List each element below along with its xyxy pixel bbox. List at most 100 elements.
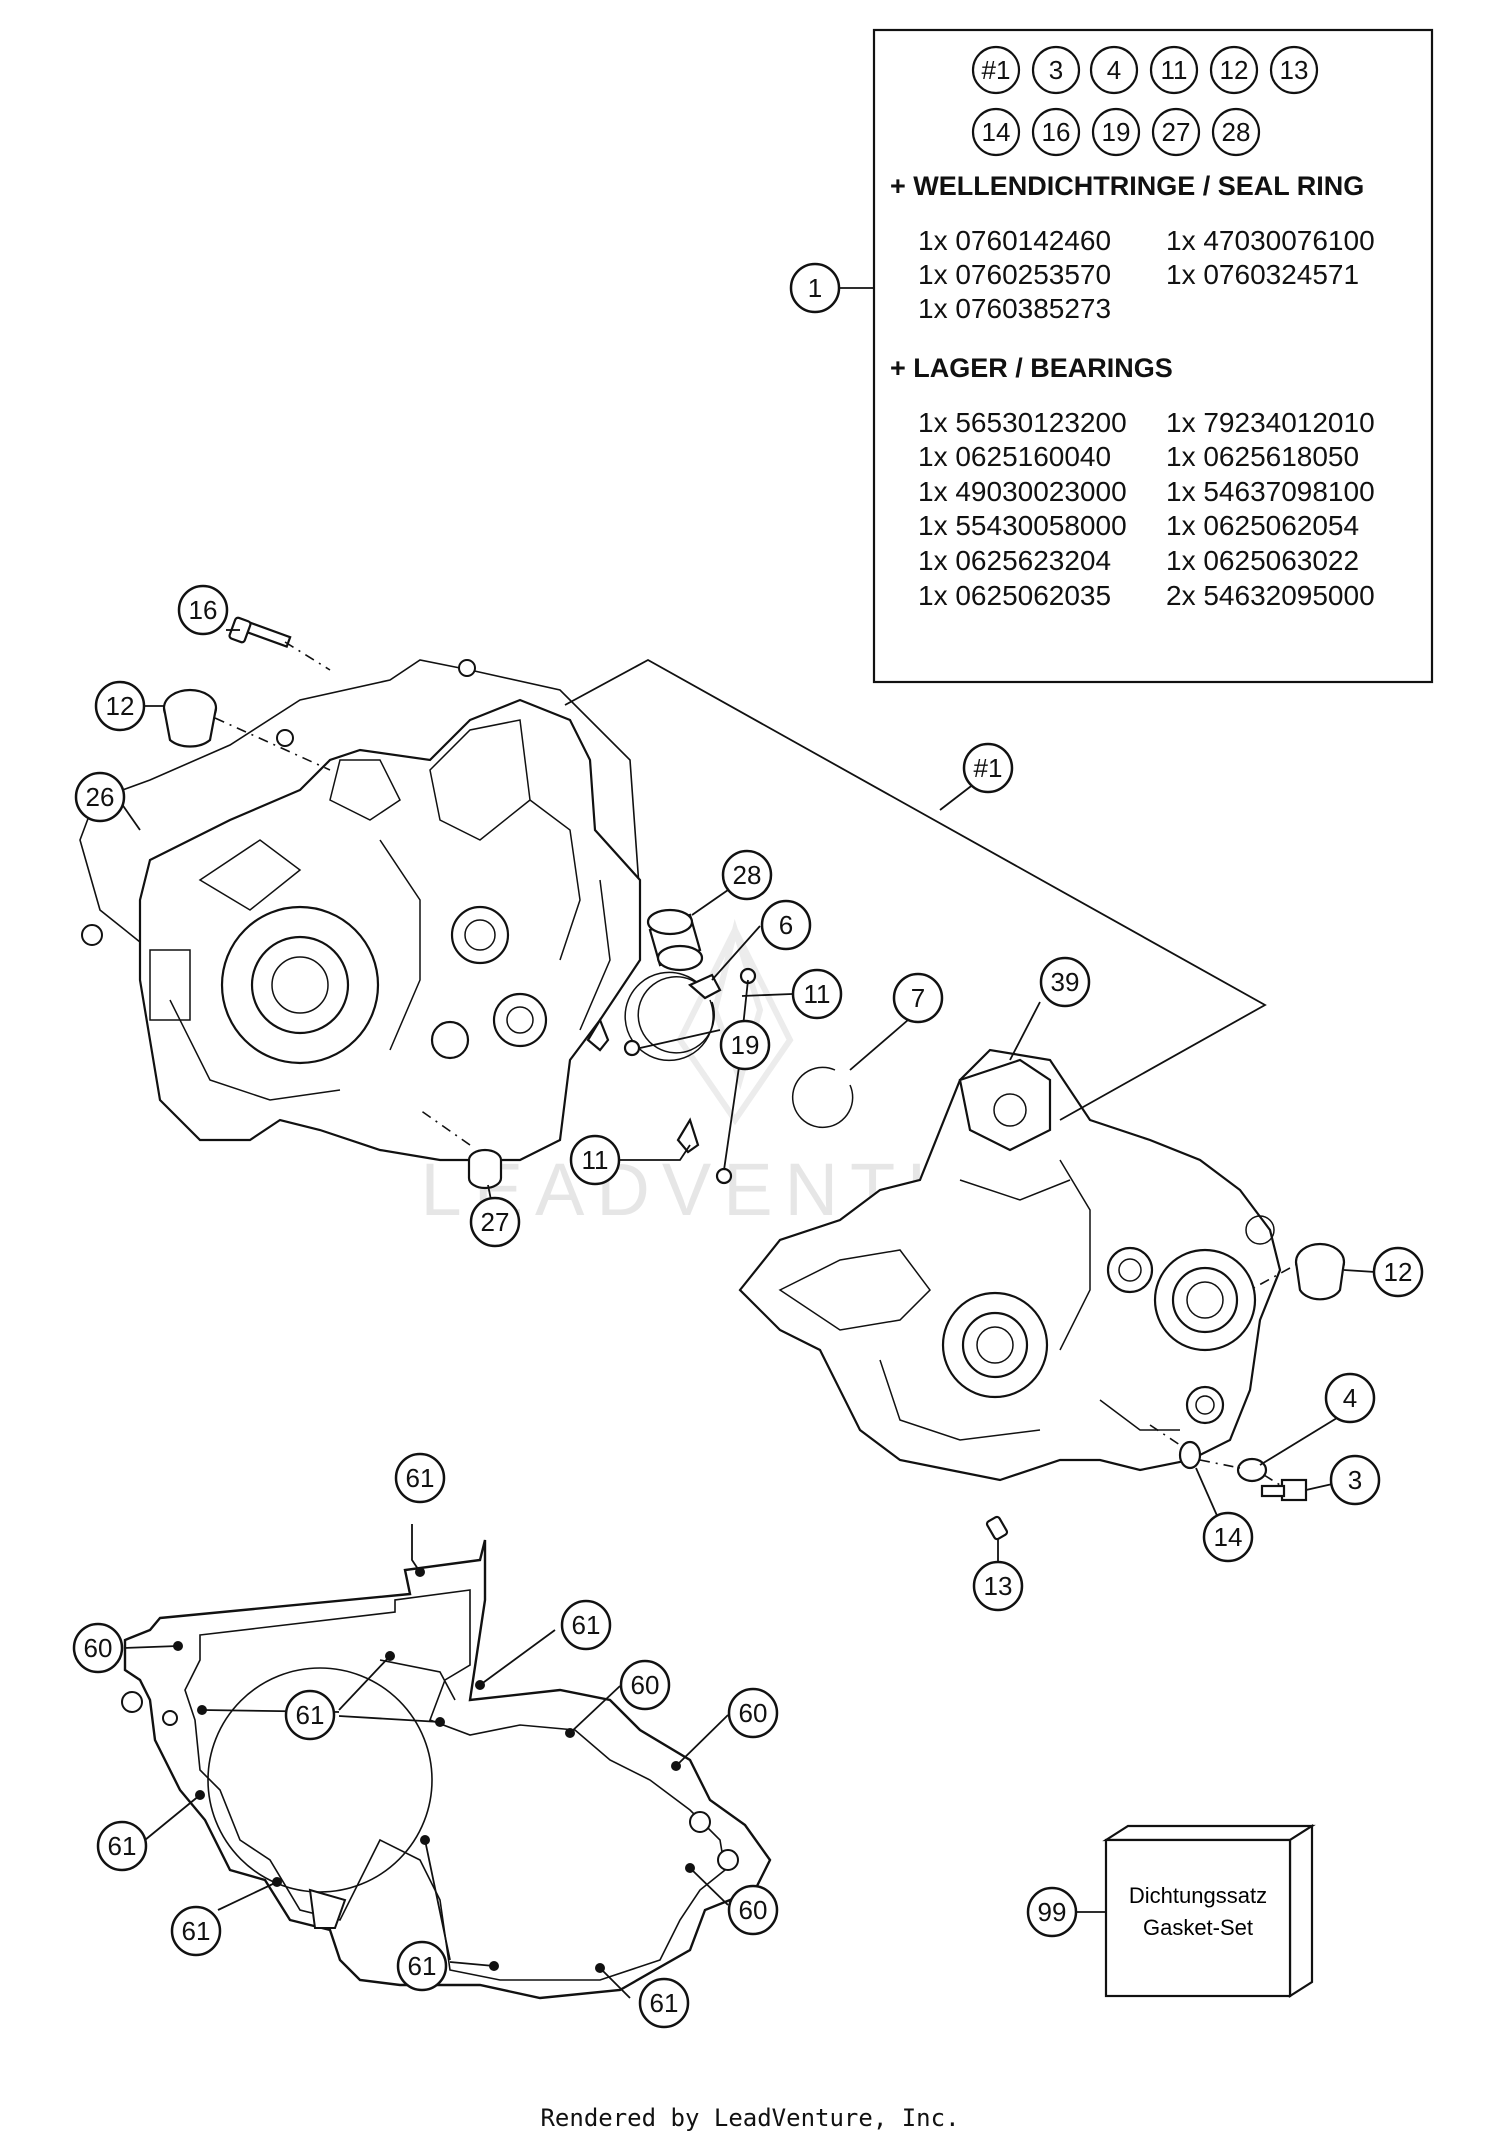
pill-12: 12 — [1220, 55, 1249, 85]
callout-label: #1 — [974, 753, 1003, 783]
pill-1: #1 — [982, 55, 1011, 85]
callout-60: 60 — [72, 1622, 124, 1674]
bearing-line: 1x 49030023000 — [918, 476, 1127, 507]
callout-label: 26 — [86, 782, 115, 812]
callout-label: 16 — [189, 595, 218, 625]
pin-13[interactable] — [985, 1515, 1009, 1541]
callout-19: 19 — [719, 1019, 771, 1071]
sleeve-12-left[interactable] — [162, 688, 218, 748]
callout-label: 11 — [582, 1145, 609, 1175]
callout-4: 4 — [1324, 1372, 1376, 1424]
callout-label: 99 — [1038, 1897, 1067, 1927]
seal-line: 1x 0760253570 — [918, 259, 1111, 290]
included-parts-row-1: #1 3 4 11 12 13 — [971, 45, 1319, 95]
callout-label: 61 — [182, 1916, 211, 1946]
callout-label: 11 — [804, 979, 831, 1009]
callout-label: 28 — [733, 860, 762, 890]
right-crankcase-half[interactable] — [738, 1048, 1282, 1482]
clip-plate-11-b[interactable] — [586, 1017, 610, 1052]
callout-3: 3 — [1329, 1454, 1381, 1506]
callout-16: 16 — [177, 584, 229, 636]
bolt-16[interactable] — [228, 616, 292, 649]
callout-label: 61 — [572, 1610, 601, 1640]
callout-label: 61 — [650, 1988, 679, 2018]
included-parts-row-2: 14 16 19 27 28 — [971, 107, 1261, 157]
callout-label: 3 — [1348, 1465, 1362, 1495]
pill-19: 19 — [1102, 117, 1131, 147]
callout-61: 61 — [96, 1820, 148, 1872]
callout-61: 61 — [394, 1452, 446, 1504]
seal-line: 1x 47030076100 — [1166, 225, 1375, 256]
pill-4: 4 — [1107, 55, 1121, 85]
seal-line: 1x 0760324571 — [1166, 259, 1359, 290]
pill-13: 13 — [1280, 55, 1309, 85]
washer-14[interactable] — [1178, 1440, 1202, 1470]
gasket-set-box[interactable]: Dichtungssatz Gasket-Set — [1102, 1823, 1316, 1999]
callout-label: 6 — [779, 910, 793, 940]
circlip-7[interactable] — [791, 1066, 854, 1129]
callout-1-group: #1 — [962, 742, 1014, 794]
base-gasket[interactable] — [121, 1539, 772, 2000]
callout-label: 61 — [406, 1463, 435, 1493]
clip-plate-11-c[interactable] — [676, 1117, 700, 1154]
left-crankcase-half[interactable] — [79, 659, 642, 1162]
callout-13: 13 — [972, 1560, 1024, 1612]
bearing-line: 1x 0625160040 — [918, 441, 1111, 472]
render-credit: Rendered by LeadVenture, Inc. — [540, 2104, 960, 2132]
callout-11-bottom: 11 — [569, 1134, 621, 1186]
callout-label: 7 — [911, 983, 925, 1013]
callout-27: 27 — [469, 1196, 521, 1248]
callout-61: 61 — [638, 1977, 690, 2029]
seal-ring-heading: + WELLENDICHTRINGE / SEAL RING — [890, 171, 1364, 201]
callout-label: 60 — [84, 1633, 113, 1663]
sleeve-12-right[interactable] — [1294, 1242, 1346, 1301]
callout-61: 61 — [284, 1689, 336, 1741]
seal-line: 1x 0760385273 — [918, 293, 1111, 324]
drain-plug-3[interactable] — [1260, 1478, 1308, 1502]
callout-label: 4 — [1343, 1383, 1357, 1413]
callout-26: 26 — [74, 771, 126, 823]
callout-label: 12 — [1384, 1257, 1413, 1287]
callout-label: 61 — [108, 1831, 137, 1861]
bearing-line: 1x 0625062035 — [918, 580, 1111, 611]
dowel-27[interactable] — [467, 1148, 503, 1190]
bearing-line: 1x 0625063022 — [1166, 545, 1359, 576]
bearing-line: 1x 0625062054 — [1166, 510, 1359, 541]
callout-label: 14 — [1214, 1522, 1243, 1552]
pill-16: 16 — [1042, 117, 1071, 147]
callout-6: 6 — [760, 899, 812, 951]
callout-label: 12 — [106, 691, 135, 721]
callout-label: 60 — [631, 1670, 660, 1700]
callout-1: 1 — [789, 262, 841, 314]
bearing-line: 1x 0625623204 — [918, 545, 1111, 576]
callout-7: 7 — [892, 972, 944, 1024]
bearing-line: 1x 55430058000 — [918, 510, 1127, 541]
bearing-line: 1x 0625618050 — [1166, 441, 1359, 472]
callout-60: 60 — [727, 1884, 779, 1936]
callout-99: 99 — [1026, 1886, 1078, 1938]
pill-14: 14 — [982, 117, 1011, 147]
callout-label: 60 — [739, 1698, 768, 1728]
pill-3: 3 — [1049, 55, 1063, 85]
callout-61: 61 — [396, 1940, 448, 1992]
bearing-line: 1x 54637098100 — [1166, 476, 1375, 507]
callout-60: 60 — [619, 1659, 671, 1711]
callout-label: 13 — [984, 1571, 1013, 1601]
clip-plate-11-a[interactable] — [687, 973, 722, 1000]
callout-12-left: 12 — [94, 680, 146, 732]
callout-label: 1 — [808, 273, 822, 303]
callout-61: 61 — [560, 1599, 612, 1651]
callout-11-top: 11 — [791, 968, 843, 1020]
seal-ring-4[interactable] — [1236, 1457, 1268, 1483]
sleeve-28[interactable] — [646, 908, 704, 972]
callout-12-right: 12 — [1372, 1246, 1424, 1298]
callout-label: 61 — [296, 1700, 325, 1730]
callout-label: 27 — [481, 1207, 510, 1237]
bearing-line: 2x 54632095000 — [1166, 580, 1375, 611]
callout-label: 19 — [731, 1030, 760, 1060]
callout-label: 39 — [1051, 967, 1080, 997]
bearings-heading: + LAGER / BEARINGS — [890, 353, 1173, 383]
bearing-line: 1x 79234012010 — [1166, 407, 1375, 438]
seal-line: 1x 0760142460 — [918, 225, 1111, 256]
